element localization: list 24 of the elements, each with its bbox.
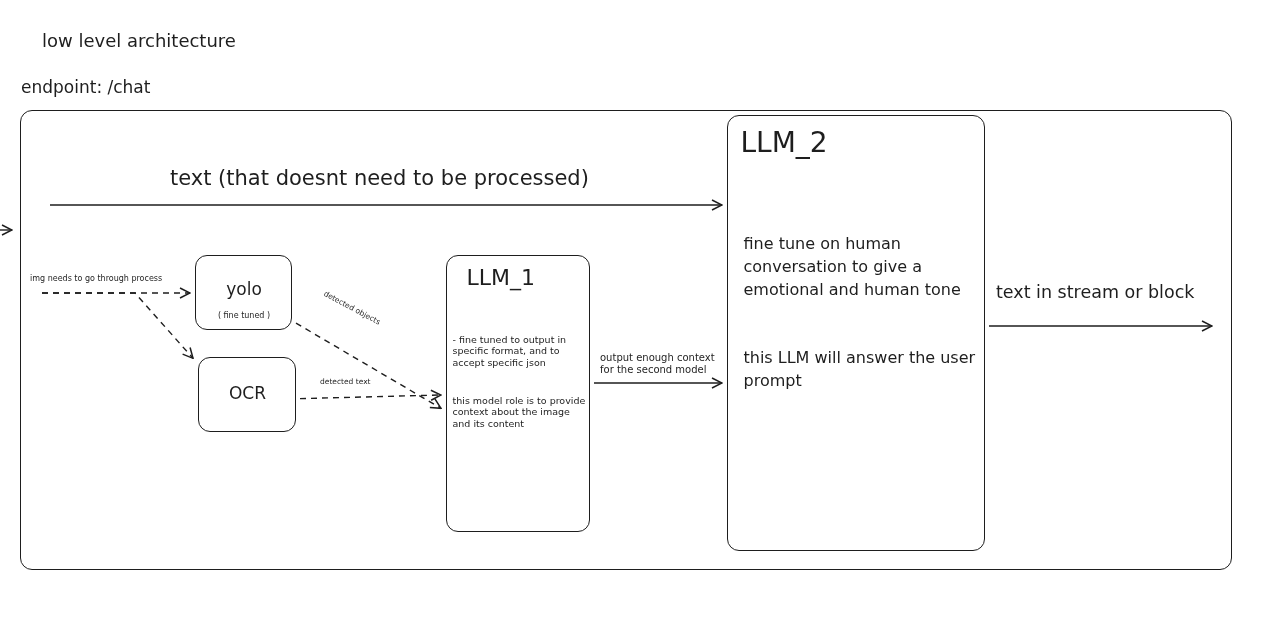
model-card xyxy=(726,114,985,551)
edge-label: text (that doesnt need to be processed) xyxy=(170,166,589,191)
node-description: ( fine tuned ) xyxy=(216,311,272,321)
arrow xyxy=(295,322,442,410)
node-description: this model role is to provide context about the image and its content xyxy=(452,394,587,431)
arrow xyxy=(0,224,13,236)
arrow xyxy=(299,389,442,401)
node-description: fine tune on human conversation to give a emotional and human tone xyxy=(743,232,962,301)
model-card xyxy=(445,254,590,532)
process-box xyxy=(194,254,292,330)
node-title: yolo xyxy=(225,279,263,299)
arrow xyxy=(49,199,723,211)
arrow xyxy=(593,377,723,389)
process-box xyxy=(197,356,296,432)
arrow xyxy=(988,320,1213,332)
edge-label: img needs to go through process xyxy=(30,274,163,284)
node-title: LLM_1 xyxy=(466,265,536,290)
node-title: LLM_2 xyxy=(740,127,829,159)
node-description: this LLM will answer the user prompt xyxy=(743,346,977,392)
arrow xyxy=(41,292,194,360)
node-title: OCR xyxy=(227,383,268,403)
endpoint-label: endpoint: /chat xyxy=(21,77,152,98)
diagram-title: low level architecture xyxy=(42,30,236,51)
node-description: - fine tuned to output in specific format, and to accept specific json xyxy=(452,333,568,370)
